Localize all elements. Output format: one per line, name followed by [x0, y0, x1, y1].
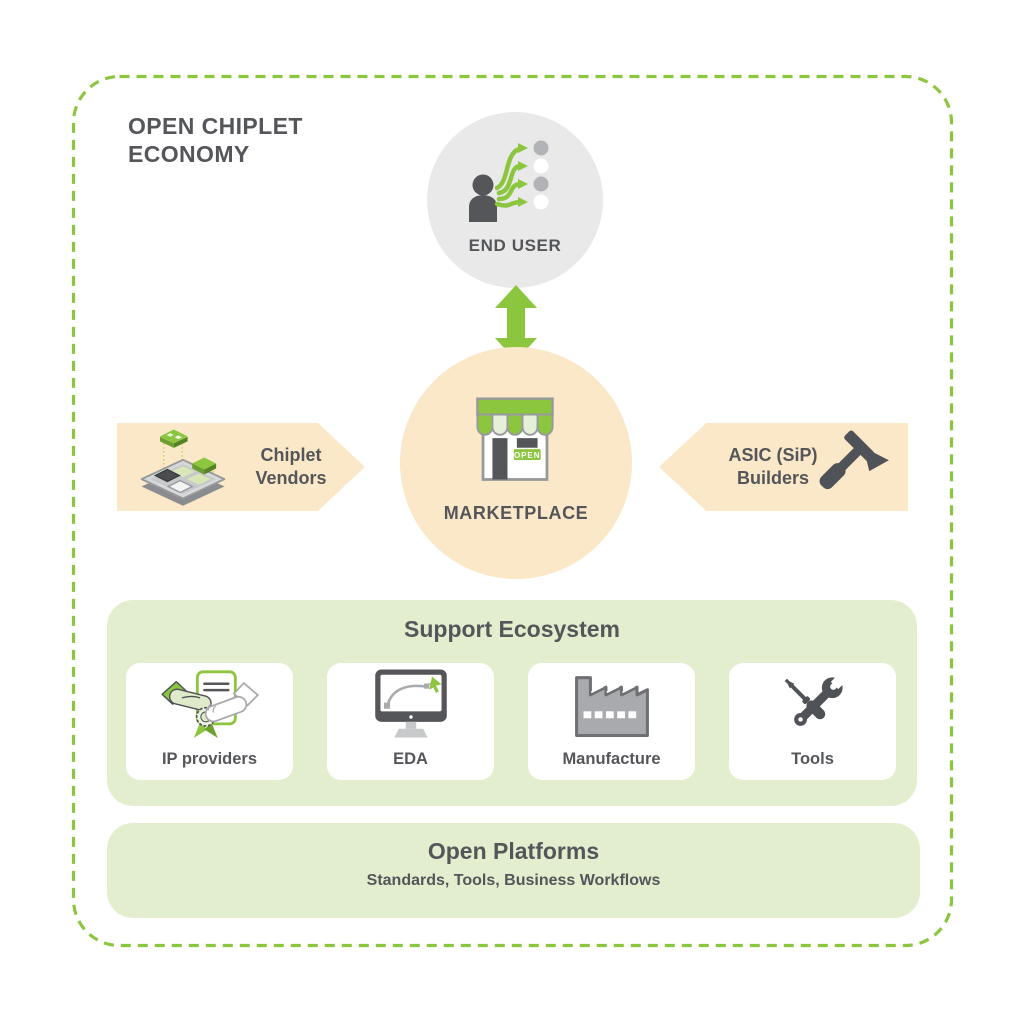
chiplet-vendors-arrow: Chiplet Vendors: [117, 423, 365, 511]
card-ip-providers: IP providers: [126, 663, 293, 780]
storefront-icon: OPEN: [476, 397, 554, 481]
card-eda: EDA: [327, 663, 494, 780]
card-label-tools: Tools: [791, 750, 834, 768]
card-label-manufacture: Manufacture: [562, 750, 661, 768]
hammer-icon: [819, 430, 889, 490]
chiplet-vendors-line2: Vendors: [255, 468, 327, 488]
page-title: OPEN CHIPLET ECONOMY: [128, 112, 303, 168]
bidirectional-arrow-icon: [495, 285, 537, 361]
support-ecosystem-title: Support Ecosystem: [404, 616, 620, 642]
page-title-line2: ECONOMY: [128, 141, 250, 167]
open-platforms-subtitle: Standards, Tools, Business Workflows: [366, 872, 661, 889]
chiplet-vendors-label: Chiplet Vendors: [235, 444, 347, 490]
support-ecosystem-cards: IP providers: [126, 663, 896, 780]
handshake-certificate-icon: [160, 669, 259, 738]
asic-builders-line2: Builders: [736, 468, 810, 488]
chiplet-vendors-line1: Chiplet: [260, 445, 322, 465]
card-label-eda: EDA: [393, 750, 428, 768]
end-user-label: END USER: [468, 236, 562, 255]
open-platforms-panel: Open Platforms Standards, Tools, Busines…: [107, 823, 920, 918]
page-title-line1: OPEN CHIPLET: [128, 113, 303, 139]
marketplace-label: MARKETPLACE: [443, 503, 589, 523]
crossed-tools-icon: [784, 672, 847, 726]
card-tools: Tools: [729, 663, 896, 780]
support-ecosystem-panel: Support Ecosystem: [107, 600, 917, 806]
asic-builders-label: ASIC (SiP) Builders: [711, 444, 835, 490]
card-manufacture: Manufacture: [528, 663, 695, 780]
marketplace-node: OPEN MARKETPLACE: [400, 347, 632, 579]
asic-builders-arrow: ASIC (SiP) Builders: [659, 423, 908, 511]
monitor-design-icon: [374, 668, 447, 738]
end-user-person-arrows-icon: [469, 140, 549, 222]
factory-icon: [574, 675, 649, 737]
asic-builders-line1: ASIC (SiP): [728, 445, 818, 465]
open-platforms-title: Open Platforms: [427, 838, 600, 864]
chiplet-stack-icon: [140, 429, 226, 506]
open-sign-label: OPEN: [514, 451, 540, 460]
card-label-ip-providers: IP providers: [161, 750, 258, 768]
end-user-node: END USER: [427, 112, 603, 288]
